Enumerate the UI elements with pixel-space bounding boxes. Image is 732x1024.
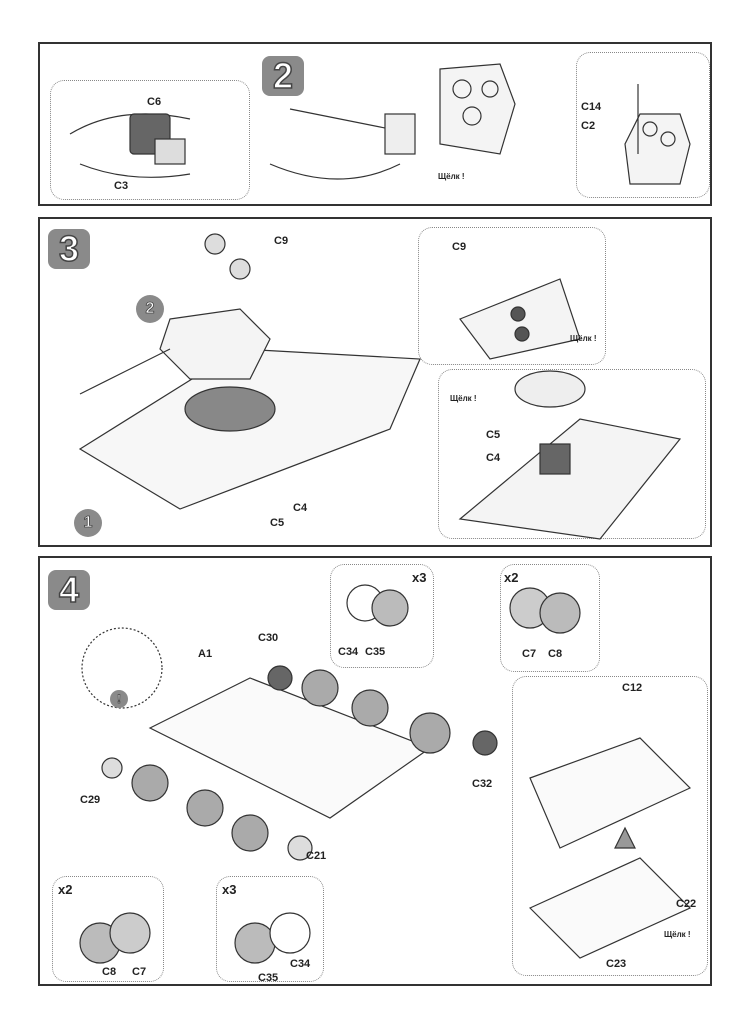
step-4-inset-wheel-x2-bottom [52,876,164,982]
label-c23: C23 [606,958,627,970]
label-c5: C5 [270,517,285,529]
label-c14: C14 [581,101,602,113]
step-3-number: 3 [48,228,90,269]
multiplier-x3-top: x3 [412,570,427,585]
label-c5-inset: C5 [486,429,501,441]
step-3-illustration [78,233,682,540]
step-4-illustration [79,584,692,964]
step-2-illustration [69,63,691,185]
step-4-panel: 4 A1 C30 C29 C32 C21 C34 [38,556,712,986]
label-c34-bottom: C34 [290,958,311,970]
click-burst-top: Щёлк ! [570,334,597,343]
step-2-inset-right [576,52,710,198]
click-burst: Щёлк ! [438,172,465,181]
label-c32: C32 [472,778,493,790]
label-a1: A1 [198,648,213,660]
step-2-panel: 2 C6 C3 C14 C2 Щёлк ! [38,42,712,206]
step-4-inset-wheel-x3-bottom [216,876,324,982]
multiplier-x3-bottom: x3 [222,882,237,897]
step-3-inset-top [418,227,606,365]
label-c21: C21 [306,850,327,862]
label-c9-inset: C9 [452,241,467,253]
multiplier-x2-top: x2 [504,570,519,585]
step-3-panel: 3 C9 C5 C4 C9 C5 C4 2 1 Щёлк ! Щёлк ! [38,217,712,547]
label-c3: C3 [114,180,129,192]
step-4-inset-wheel-x3-top [330,564,434,668]
step-2-number: 2 [262,55,304,96]
label-c9: C9 [274,235,289,247]
label-c4: C4 [293,502,308,514]
subassembly-badge-1: 1 [74,509,102,537]
label-c2: C2 [581,120,596,132]
label-c35-bottom: C35 [258,972,279,984]
label-c7-top: C7 [522,648,537,660]
subassembly-badge-2: 2 [136,295,164,323]
warning-icon: ! [110,690,128,708]
label-c34-top: C34 [338,646,359,658]
label-c35-top: C35 [365,646,386,658]
label-c8-top: C8 [548,648,563,660]
step-3-inset-bottom [438,369,706,539]
step-2-inset-left [50,80,250,200]
step-4-number: 4 [48,569,90,610]
label-c12: C12 [622,682,643,694]
label-c4-inset: C4 [486,452,501,464]
step-4-inset-wheel-x2-top [500,564,600,672]
label-c8-bottom: C8 [102,966,117,978]
label-c22: C22 [676,898,697,910]
multiplier-x2-bottom: x2 [58,882,73,897]
click-burst: Щёлк ! [664,930,691,939]
label-c29: C29 [80,794,101,806]
label-c30: C30 [258,632,279,644]
click-burst-bottom: Щёлк ! [450,394,477,403]
step-4-inset-rear [512,676,708,976]
label-c7-bottom: C7 [132,966,147,978]
label-c6: C6 [147,96,162,108]
